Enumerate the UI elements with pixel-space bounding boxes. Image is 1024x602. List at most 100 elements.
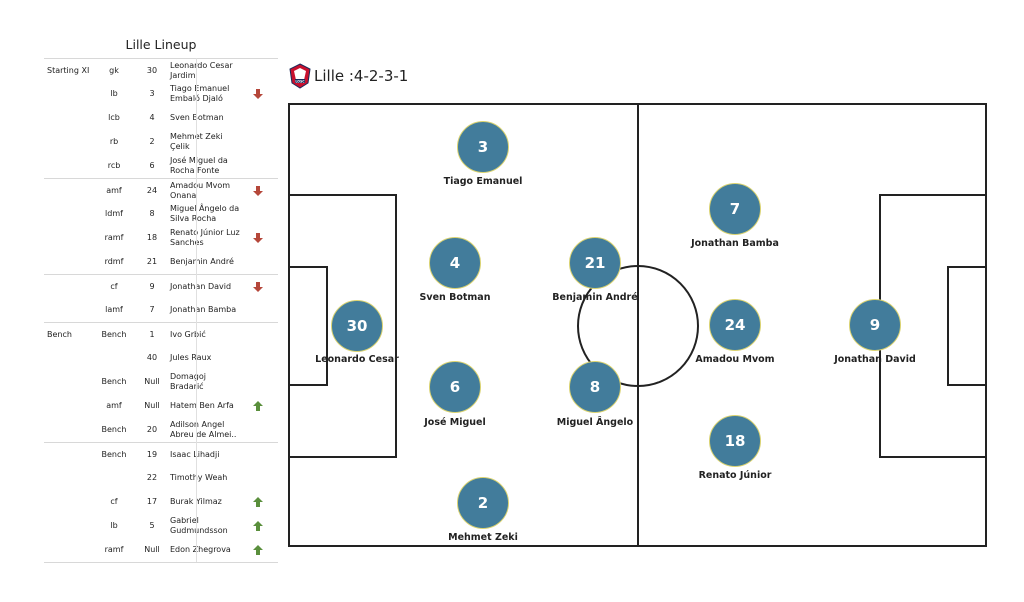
- player-name: Benjamin André: [552, 292, 638, 303]
- table-bottom-rule: [44, 562, 278, 563]
- player-name: Jonathan David: [834, 354, 916, 365]
- row-number: 5: [149, 521, 155, 531]
- player-marker: [709, 183, 761, 235]
- row-number: Null: [144, 377, 160, 387]
- row-position: lb: [110, 89, 118, 99]
- row-number: Null: [144, 401, 160, 411]
- row-player-name: Burak Yilmaz: [170, 497, 222, 507]
- table-row: Bench 19 Isaac Lihadji: [44, 442, 278, 467]
- row-position: rb: [109, 137, 119, 147]
- row-player-name: Jonathan David: [170, 282, 232, 292]
- player-number: 18: [724, 432, 746, 450]
- sub-off-arrow-icon: [249, 179, 267, 203]
- table-divider: [196, 58, 197, 562]
- row-position: amf: [106, 186, 122, 196]
- formation-header: LOSC Lille : 4-2-3-1: [288, 63, 408, 89]
- row-player-name: Leonardo Cesar Jardim: [170, 61, 233, 80]
- lille-crest-icon: LOSC: [289, 63, 311, 89]
- player-marker: [429, 237, 481, 289]
- player-name: Miguel Ângelo: [556, 417, 634, 428]
- player-number: 21: [584, 254, 606, 272]
- player-number: 4: [449, 254, 461, 272]
- row-player-name: Edon Zhegrova: [170, 545, 231, 555]
- row-position: rdmf: [104, 257, 124, 267]
- player-name: José Miguel: [424, 417, 486, 428]
- sub-on-arrow-icon: [249, 394, 267, 418]
- row-number: 9: [149, 282, 155, 292]
- row-position: ramf: [104, 233, 124, 243]
- left-goal-box: [288, 266, 328, 386]
- player-number: 2: [477, 494, 489, 512]
- row-player-name: Hatem Ben Arfa: [170, 401, 234, 411]
- center-circle: [577, 265, 699, 387]
- row-number: 1: [149, 330, 155, 340]
- row-position: lcb: [108, 113, 120, 123]
- sub-on-arrow-icon: [249, 538, 267, 562]
- row-player-name: Isaac Lihadji: [170, 450, 220, 460]
- row-number: 22: [146, 473, 158, 483]
- player-name: Sven Botman: [419, 292, 491, 303]
- sub-on-arrow-icon: [249, 514, 267, 538]
- sub-off-arrow-icon: [249, 275, 267, 299]
- row-number: 17: [146, 497, 158, 507]
- row-player-name: Jules Raux: [170, 353, 212, 363]
- row-position: lamf: [105, 305, 123, 315]
- row-player-name: Gabriel Gudmundsson: [170, 516, 228, 535]
- player-number: 9: [869, 316, 881, 334]
- player-number: 8: [589, 378, 601, 396]
- player-marker: [457, 477, 509, 529]
- player-marker: [709, 299, 761, 351]
- row-number: Null: [144, 545, 160, 555]
- player-marker: [849, 299, 901, 351]
- row-player-name: Benjamin André: [170, 257, 234, 267]
- player-marker: [429, 361, 481, 413]
- row-number: 3: [149, 89, 155, 99]
- row-player-name: Timothy Weah: [170, 473, 228, 483]
- row-number: 6: [149, 161, 155, 171]
- row-player-name: Amadou Mvom Onana: [170, 181, 231, 200]
- formation-shape: 4-2-3-1: [353, 67, 409, 85]
- row-number: 40: [146, 353, 158, 363]
- player-number: 24: [724, 316, 746, 334]
- row-position: Bench: [101, 330, 127, 340]
- table-row: ramf Null Edon Zhegrova: [44, 538, 278, 562]
- player-name: Leonardo Cesar: [315, 354, 399, 365]
- row-number: 20: [146, 425, 158, 435]
- row-number: 19: [146, 450, 158, 460]
- player-marker: [709, 415, 761, 467]
- row-player-name: Renato Júnior Luz Sanches: [170, 228, 240, 247]
- table-row: 22 Timothy Weah: [44, 466, 278, 490]
- row-number: 2: [149, 137, 155, 147]
- row-position: ramf: [104, 545, 124, 555]
- right-goal-box: [947, 266, 987, 386]
- table-row: cf 9 Jonathan David: [44, 274, 278, 299]
- sub-off-arrow-icon: [249, 226, 267, 250]
- row-position: cf: [110, 282, 118, 292]
- player-number: 7: [729, 200, 741, 218]
- player-marker: [331, 300, 383, 352]
- player-number: 30: [346, 317, 368, 335]
- player-marker: [457, 121, 509, 173]
- row-number: 21: [146, 257, 158, 267]
- row-number: 24: [146, 186, 158, 196]
- row-player-name: Adilson Angel Abreu de Almei..: [170, 420, 237, 439]
- svg-text:LOSC: LOSC: [295, 79, 305, 83]
- player-name: Renato Júnior: [698, 470, 772, 481]
- sub-off-arrow-icon: [249, 82, 267, 106]
- row-number: 7: [149, 305, 155, 315]
- player-name: Amadou Mvom: [695, 354, 775, 365]
- row-player-name: Miguel Ângelo da Silva Rocha: [170, 204, 240, 223]
- row-position: Bench: [101, 377, 127, 387]
- row-position: Bench: [101, 450, 127, 460]
- player-number: 6: [449, 378, 461, 396]
- row-number: 8: [149, 209, 155, 219]
